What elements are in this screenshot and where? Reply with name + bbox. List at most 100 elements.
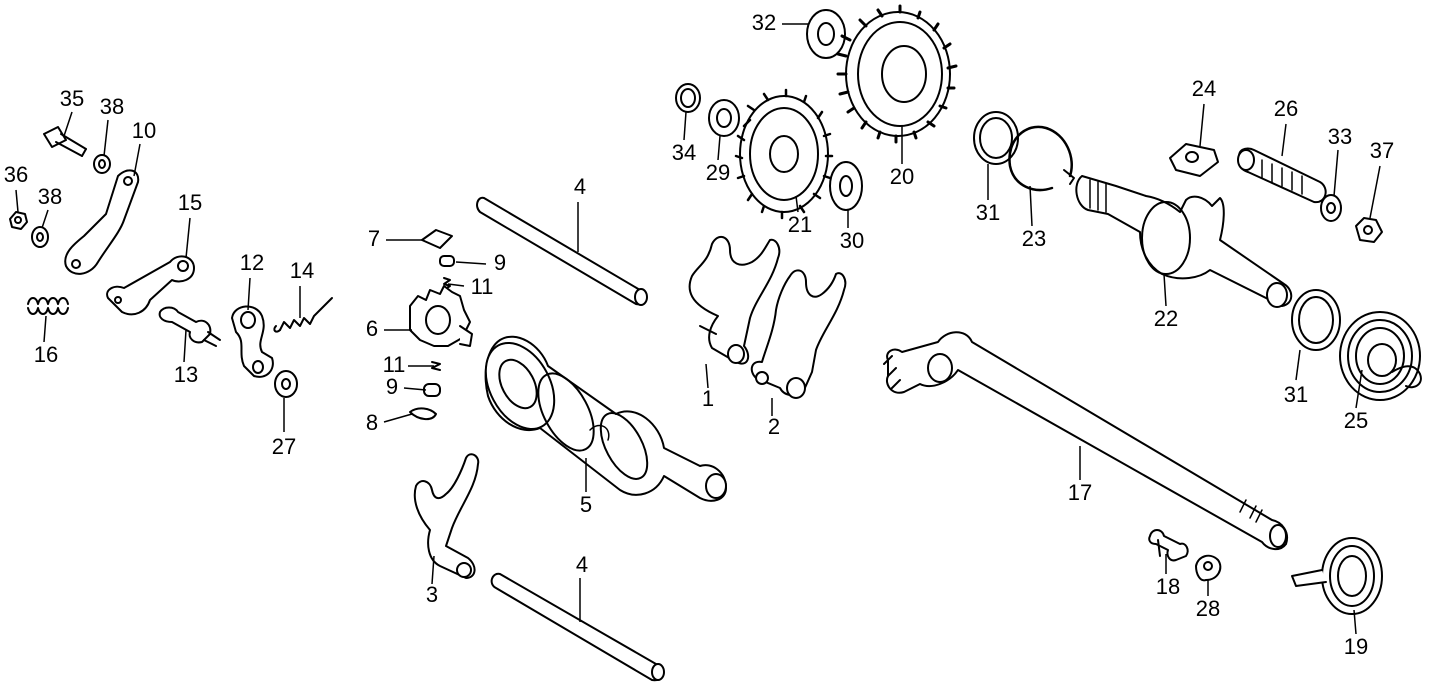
part-28-washer bbox=[1196, 556, 1220, 581]
part-34-circlip bbox=[676, 84, 700, 112]
callout-38-lower: 38 bbox=[38, 184, 62, 209]
leader-24 bbox=[1199, 103, 1205, 147]
callout-8: 8 bbox=[366, 410, 378, 435]
leader-33 bbox=[1333, 149, 1339, 197]
leader-9b bbox=[403, 387, 427, 391]
callout-16: 16 bbox=[34, 342, 58, 367]
part-10-stopper-plate bbox=[65, 170, 138, 274]
callout-22: 22 bbox=[1154, 306, 1178, 331]
part-37-nut bbox=[1356, 218, 1382, 242]
callout-21: 21 bbox=[788, 212, 812, 237]
part-6-drum-center bbox=[410, 286, 472, 346]
leader-36 bbox=[15, 189, 19, 213]
callout-20: 20 bbox=[890, 164, 914, 189]
leader-16 bbox=[43, 315, 47, 343]
callout-30: 30 bbox=[840, 228, 864, 253]
part-23-snap-ring bbox=[1009, 127, 1074, 190]
callout-36: 36 bbox=[4, 162, 28, 187]
part-4-shaft-lower bbox=[492, 574, 664, 680]
part-38-washer-lower bbox=[32, 227, 48, 247]
callout-11-upper: 11 bbox=[471, 274, 494, 299]
callout-17: 17 bbox=[1068, 480, 1092, 505]
leader-34 bbox=[683, 111, 687, 141]
leader-25 bbox=[1355, 369, 1363, 409]
part-8-clip bbox=[410, 408, 436, 419]
callout-24: 24 bbox=[1192, 76, 1216, 101]
callout-25: 25 bbox=[1344, 408, 1368, 433]
callout-4-upper: 4 bbox=[574, 174, 586, 199]
part-36-nut bbox=[10, 212, 27, 229]
leader-35 bbox=[63, 111, 73, 137]
leader-29 bbox=[717, 135, 721, 161]
part-29-washer bbox=[709, 100, 739, 136]
callout-31-upper: 31 bbox=[976, 200, 1000, 225]
callout-5: 5 bbox=[580, 492, 592, 517]
callout-15: 15 bbox=[178, 190, 202, 215]
part-3-shift-fork bbox=[415, 454, 478, 578]
callout-27: 27 bbox=[272, 434, 296, 459]
callout-32: 32 bbox=[752, 10, 776, 35]
callout-35: 35 bbox=[60, 86, 84, 111]
leader-8 bbox=[383, 413, 413, 423]
callout-33: 33 bbox=[1328, 124, 1352, 149]
callout-14: 14 bbox=[290, 258, 314, 283]
part-30-washer bbox=[830, 162, 862, 210]
leader-31b bbox=[1295, 349, 1301, 381]
part-35-bolt bbox=[44, 127, 86, 156]
part-11-spring-lower bbox=[432, 362, 440, 370]
part-16-spring bbox=[28, 298, 68, 314]
leader-22 bbox=[1163, 273, 1167, 307]
callout-18: 18 bbox=[1156, 574, 1180, 599]
part-26-bolt bbox=[1238, 148, 1326, 202]
leader-26 bbox=[1281, 123, 1287, 157]
callout-31-lower: 31 bbox=[1284, 382, 1308, 407]
leader-38b bbox=[41, 209, 49, 229]
part-31-washer-lower bbox=[1292, 290, 1340, 350]
part-12-stopper-arm bbox=[232, 306, 273, 376]
part-7-plate bbox=[422, 230, 452, 248]
part-18-stud bbox=[1149, 530, 1187, 560]
part-32-washer bbox=[807, 10, 845, 58]
part-4-shaft-upper bbox=[477, 198, 647, 305]
leader-12 bbox=[247, 277, 251, 311]
callout-13: 13 bbox=[174, 362, 198, 387]
leader-23 bbox=[1029, 185, 1033, 227]
part-5-shift-drum bbox=[472, 331, 726, 500]
callout-1: 1 bbox=[702, 386, 714, 411]
part-1-shift-fork bbox=[690, 237, 780, 364]
leader-10 bbox=[133, 143, 141, 177]
callout-37: 37 bbox=[1370, 138, 1394, 163]
callout-12: 12 bbox=[240, 250, 264, 275]
callout-23: 23 bbox=[1022, 226, 1046, 251]
part-15-shift-arm bbox=[107, 256, 194, 314]
callout-6: 6 bbox=[366, 316, 378, 341]
leader-3 bbox=[431, 555, 435, 585]
callout-7: 7 bbox=[368, 226, 380, 251]
part-22-shift-spindle bbox=[1076, 176, 1291, 307]
part-19-torsion-spring bbox=[1292, 538, 1382, 614]
part-9-pin-lower bbox=[424, 384, 440, 396]
callout-26: 26 bbox=[1274, 96, 1298, 121]
part-20-large-gear bbox=[838, 6, 956, 142]
part-24-stopper bbox=[1170, 144, 1218, 176]
part-11-spring-upper bbox=[444, 278, 450, 290]
leader-19 bbox=[1353, 609, 1357, 635]
part-17-long-shaft bbox=[884, 332, 1287, 549]
callout-19: 19 bbox=[1344, 634, 1368, 659]
part-14-spring bbox=[274, 298, 332, 332]
part-38-washer-upper bbox=[94, 155, 110, 173]
part-31-washer-upper bbox=[974, 112, 1018, 164]
callout-10: 10 bbox=[132, 118, 156, 143]
callout-2: 2 bbox=[768, 414, 780, 439]
callout-9-upper: 9 bbox=[494, 250, 506, 275]
callout-4-lower: 4 bbox=[576, 552, 588, 577]
part-27-washer bbox=[275, 371, 297, 397]
callout-28: 28 bbox=[1196, 596, 1220, 621]
callout-3: 3 bbox=[426, 582, 438, 607]
part-13-pin bbox=[160, 308, 220, 347]
callout-34: 34 bbox=[672, 140, 696, 165]
part-33-washer bbox=[1321, 195, 1341, 221]
leader-11a bbox=[447, 283, 465, 287]
part-2-shift-fork bbox=[752, 270, 846, 398]
